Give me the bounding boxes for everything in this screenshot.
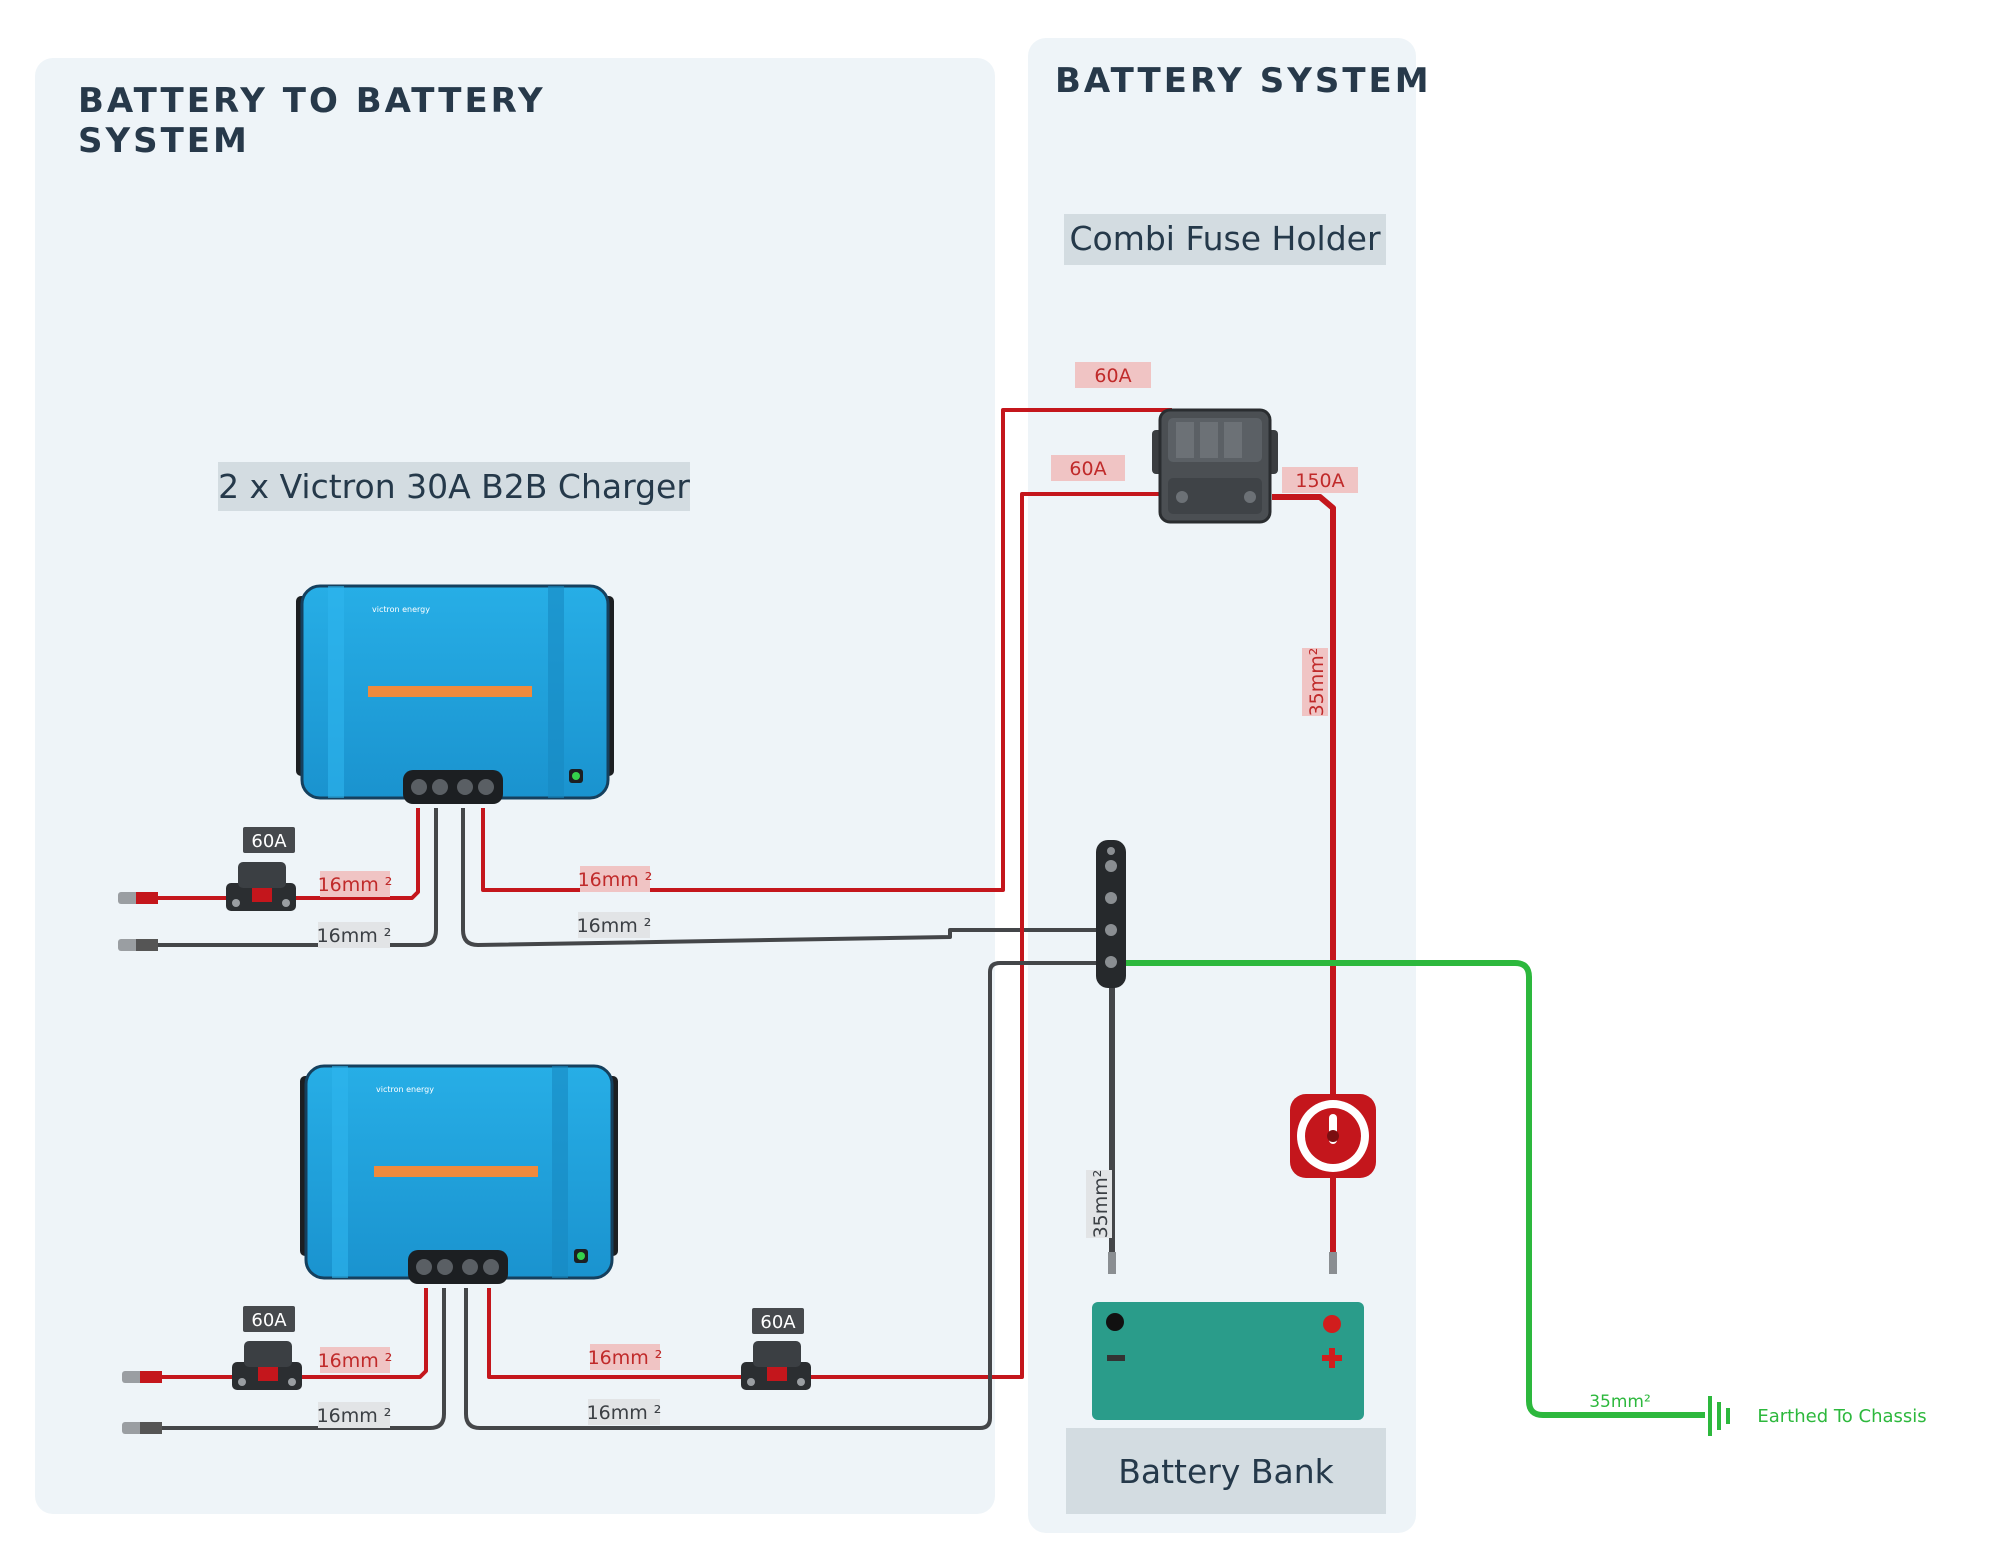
main-positive-wire [1272,494,1336,1268]
battery-system-heading: BATTERY SYSTEM [1055,61,1432,101]
c1-input-negative-wire [140,808,438,947]
earth-wire [1120,960,1705,1418]
svg-text:60A: 60A [251,831,287,852]
label-c1-red-in: 16mm ² [318,871,393,897]
c2-output-negative-wire [464,961,1098,1430]
svg-text:35mm²: 35mm² [1090,1170,1112,1239]
svg-text:16mm ²: 16mm ² [318,874,393,896]
svg-text:16mm ²: 16mm ² [318,1350,393,1372]
c1-output-negative-wire [461,808,1098,947]
label-c2-fuse-out: 60A [752,1308,804,1334]
charger-1-stripe [368,686,532,697]
negative-busbar [1096,840,1126,988]
charger-1-brand: victron energy [372,605,430,614]
svg-text:60A: 60A [1094,365,1131,387]
b2b-charger-1: victron energy [296,584,614,804]
fuse-holder-caption: Combi Fuse Holder [1064,214,1386,265]
charger-caption: 2 x Victron 30A B2B Charger [218,462,690,511]
svg-text:60A: 60A [1069,458,1106,480]
combi-fuse-holder [1152,408,1278,524]
label-c2-red-in: 16mm ² [318,1347,393,1373]
svg-text:60A: 60A [251,1310,287,1331]
minus-icon [1107,1355,1125,1361]
label-cable-35-busbar: 35mm² [1086,1170,1112,1239]
b2b-heading-line1: BATTERY TO BATTERY [78,81,546,121]
c1-output-positive-wire [481,408,1172,892]
ground-icon [1708,1396,1730,1436]
svg-text:60A: 60A [760,1312,796,1333]
c1-input-fuse [226,862,296,911]
label-cable-35-right: 35mm² [1302,648,1328,717]
label-c2-black-out: 16mm ² [587,1399,662,1425]
charger-caption-text: 2 x Victron 30A B2B Charger [218,467,690,506]
label-cable-35-green: 35mm² [1589,1392,1651,1412]
svg-text:16mm ²: 16mm ² [317,1405,392,1427]
b2b-heading-line2: SYSTEM [78,121,250,161]
svg-text:16mm ²: 16mm ² [588,1347,663,1369]
label-c1-black-in: 16mm ² [317,922,392,948]
b2b-charger-2: victron energy [300,1064,618,1284]
label-fuse-150a: 150A [1282,467,1358,493]
c2-output-positive-wire [487,492,1168,1379]
battery-isolator-switch [1290,1094,1376,1178]
input-terminals [118,892,162,1434]
svg-text:150A: 150A [1295,470,1344,492]
svg-text:16mm ²: 16mm ² [577,915,652,937]
label-fuse-60a-mid: 60A [1051,455,1125,481]
label-c2-black-in: 16mm ² [317,1402,392,1428]
battery-positive-terminal [1323,1315,1341,1333]
label-c1-red-out: 16mm ² [578,866,653,892]
svg-text:16mm ²: 16mm ² [587,1402,662,1424]
label-c2-fuse-in: 60A [243,1306,295,1332]
c2-input-fuse [232,1341,302,1390]
svg-text:16mm ²: 16mm ² [578,869,653,891]
charger-2-stripe [374,1166,538,1177]
svg-text:16mm ²: 16mm ² [317,925,392,947]
battery-bank-caption: Battery Bank [1066,1428,1386,1514]
earth-label: Earthed To Chassis [1757,1406,1926,1427]
battery-posts [1108,1252,1337,1274]
battery-bank [1092,1302,1364,1420]
label-c1-black-out: 16mm ² [577,912,652,938]
label-c1-fuse: 60A [243,827,295,853]
svg-text:35mm²: 35mm² [1306,648,1328,717]
label-c2-red-out: 16mm ² [588,1344,663,1370]
battery-negative-terminal [1106,1313,1124,1331]
c2-input-negative-wire [140,1288,446,1430]
label-fuse-60a-top: 60A [1075,362,1151,388]
charger-2-brand: victron energy [376,1085,434,1094]
svg-text:35mm²: 35mm² [1589,1392,1651,1412]
fuse-holder-caption-text: Combi Fuse Holder [1069,219,1380,258]
battery-bank-caption-text: Battery Bank [1118,1452,1334,1491]
c2-output-fuse [741,1341,811,1390]
